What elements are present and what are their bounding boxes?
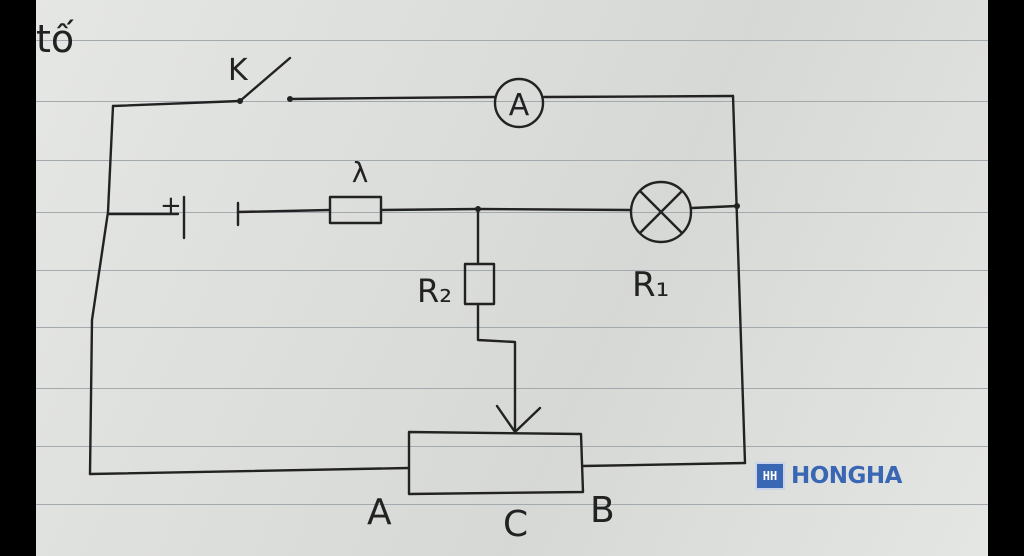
lamp-cross: [639, 190, 683, 234]
wire-lambda-node: [379, 207, 480, 212]
resistor-lambda: [328, 195, 383, 225]
wire-right: [731, 94, 747, 465]
rheostat-end-b-label: B: [590, 490, 615, 531]
wire-top-middle: [288, 95, 497, 101]
wire-left: [88, 104, 115, 476]
ruled-line: [36, 40, 988, 41]
lamp-circle: [629, 180, 693, 244]
resistor-lambda-label: λ: [352, 156, 369, 189]
cursor-arrow: [495, 404, 542, 434]
hongha-logo-text: HONGHA: [791, 463, 902, 489]
rheostat-cursor-c-label: C: [503, 504, 528, 545]
ruled-line: [36, 388, 988, 389]
wire-bottom-right: [581, 461, 747, 468]
lamp-r1-label: R₁: [632, 265, 669, 305]
ruled-line: [36, 504, 988, 505]
junction-node: [734, 203, 740, 209]
ruled-line: [36, 270, 988, 271]
ammeter-circle: [493, 77, 545, 129]
notebook-paper: [36, 0, 988, 556]
hongha-logo: HH HONGHA: [755, 462, 902, 490]
ruled-line: [36, 212, 988, 213]
wire-lamp-right: [690, 204, 739, 210]
ammeter-label: A: [509, 88, 530, 123]
ruled-line: [36, 446, 988, 447]
switch-lever: [238, 56, 292, 103]
wire-top-right: [542, 94, 735, 99]
switch-contact: [287, 96, 293, 102]
resistor-r2-label: R₂: [417, 272, 452, 310]
ruled-line: [36, 160, 988, 161]
wire-battery-lambda: [236, 208, 332, 214]
ruled-line: [36, 101, 988, 102]
switch-contact: [237, 98, 243, 104]
rheostat-end-a-label: A: [367, 492, 392, 533]
wire-bottom-left: [88, 466, 411, 476]
wire-r2-cursor: [476, 302, 517, 434]
ruled-line: [36, 327, 988, 328]
wire-top-left: [111, 99, 242, 108]
rheostat-body: [407, 430, 585, 496]
switch-label: K: [228, 53, 249, 88]
resistor-r2: [463, 262, 496, 306]
header-partial-text: tố: [36, 17, 74, 61]
junction-node: [475, 206, 481, 212]
battery-plus-label: +: [160, 191, 182, 221]
wire-node-lamp: [476, 207, 632, 212]
hongha-logo-mark: HH: [755, 462, 785, 490]
